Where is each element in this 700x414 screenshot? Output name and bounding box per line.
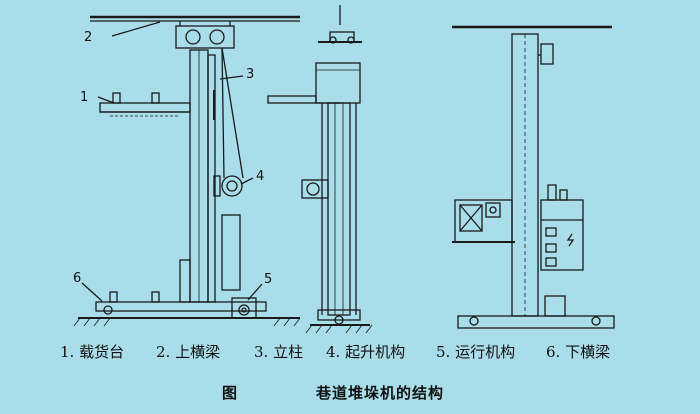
- callout-2: 2: [84, 30, 92, 45]
- front-view: [452, 25, 615, 329]
- legend-item-2: 2. 上横梁: [156, 343, 221, 361]
- upper-beam: [175, 25, 235, 49]
- callout-5: 5: [264, 272, 272, 287]
- figure-label: 图: [222, 384, 238, 402]
- callout-1: 1: [80, 90, 88, 105]
- end-view: [267, 5, 373, 334]
- end-mast: [327, 102, 351, 316]
- legend-item-6: 6. 下横梁: [546, 343, 611, 361]
- legend-item-5: 5. 运行机构: [436, 343, 516, 361]
- legend: 1. 载货台 2. 上横梁 3. 立柱 4. 起升机构 5. 运行机构 6. 下…: [0, 341, 700, 365]
- front-platform: [454, 199, 513, 243]
- legend-item-3: 3. 立柱: [254, 343, 304, 361]
- front-base: [457, 315, 615, 329]
- top-wheel-left: [185, 29, 201, 45]
- end-carriage: [315, 62, 361, 104]
- stacker-crane-diagram: 2 1 3 4 5 6: [73, 5, 615, 334]
- callout-6: 6: [73, 271, 81, 286]
- callout-numbers: 2 1 3 4 5 6: [73, 30, 272, 287]
- top-wheel-right: [209, 29, 225, 45]
- callout-4: 4: [256, 169, 264, 184]
- figure-title: 巷道堆垛机的结构: [316, 384, 445, 402]
- load-platform: [99, 102, 191, 113]
- hoist-rope: [221, 47, 244, 179]
- callout-3: 3: [246, 67, 254, 82]
- legend-item-4: 4. 起升机构: [326, 343, 406, 361]
- side-view: [73, 15, 301, 327]
- hoist-drum: [221, 175, 243, 197]
- legend-item-1: 1. 载货台: [60, 343, 125, 361]
- electric-cabinet: [540, 199, 584, 271]
